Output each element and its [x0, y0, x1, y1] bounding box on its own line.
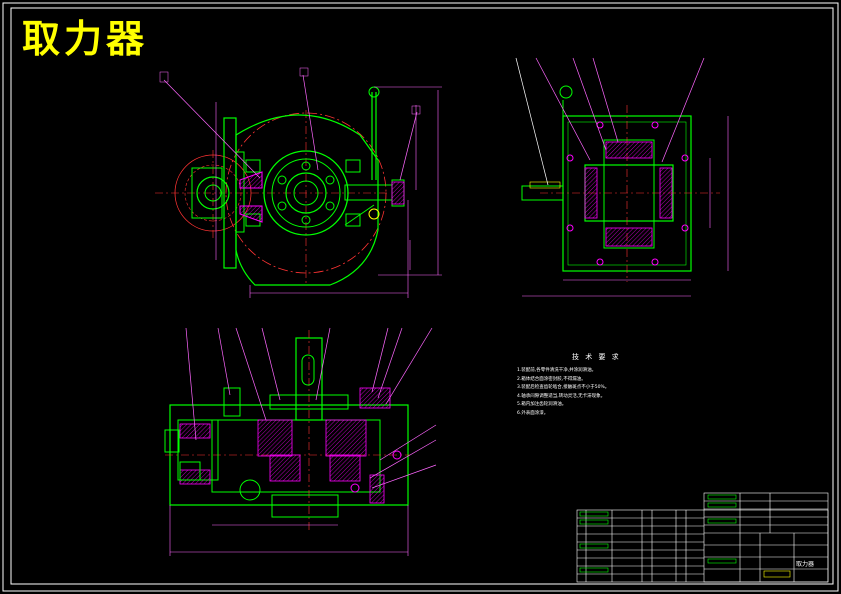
technical-requirements-list: 1.装配前,各零件清洗干净,并涂润滑油。 2.箱体结合面涂密封胶,不得漏油。 3…	[517, 367, 609, 418]
requirement-item: 1.装配前,各零件清洗干净,并涂润滑油。	[517, 368, 597, 373]
requirement-item: 6.外表面涂漆。	[517, 410, 549, 416]
section-view	[164, 327, 437, 556]
inner-border	[10, 7, 834, 585]
technical-requirements-heading: 技 术 要 求	[572, 353, 621, 361]
front-view	[155, 67, 442, 298]
requirement-item: 3.装配后检查齿轮啮合,接触斑点不小于50%。	[517, 385, 610, 390]
drawing-title: 取力器	[22, 17, 149, 61]
requirement-item: 4.轴承间隙调整适当,转动灵活,无卡滞现象。	[517, 393, 606, 399]
requirement-item: 2.箱体结合面涂密封胶,不得漏油。	[517, 376, 586, 382]
title-block-drawing-name: 取力器	[796, 561, 815, 568]
requirement-item: 5.箱内加注齿轮润滑油。	[517, 402, 567, 407]
side-view	[515, 57, 729, 297]
title-block	[576, 492, 829, 583]
